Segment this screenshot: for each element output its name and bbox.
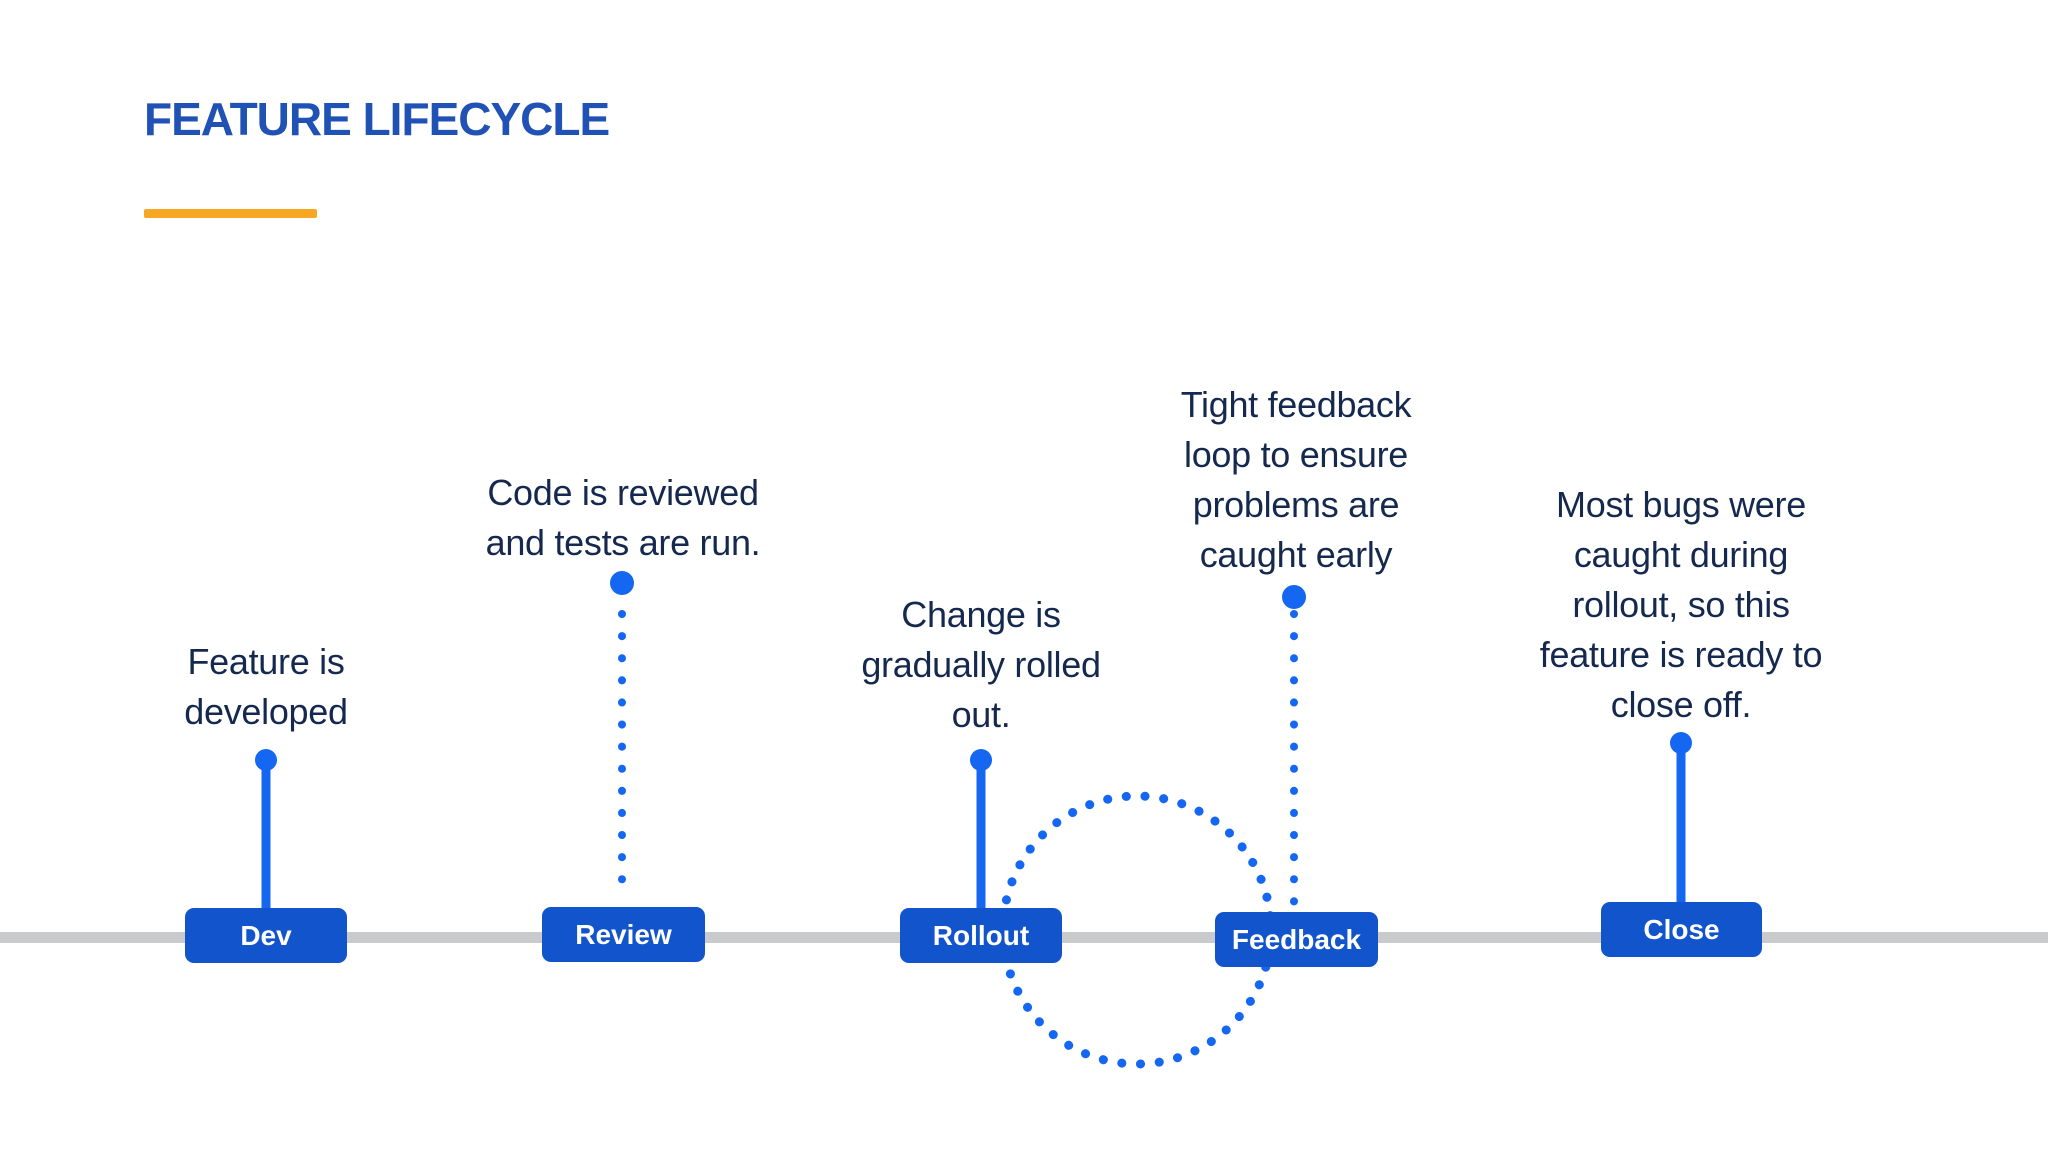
stage-description-dev: Feature is developed	[184, 641, 348, 732]
title-underline-bar	[144, 209, 317, 218]
stage-chip-dev[interactable]: Dev	[185, 908, 347, 963]
stage-description-close: Most bugs were caught during rollout, so…	[1539, 484, 1823, 725]
stage-chip-close[interactable]: Close	[1601, 902, 1762, 957]
feedback-marker-dot	[1282, 585, 1306, 609]
stage-description-feedback: Tight feedback loop to ensure problems a…	[1180, 384, 1412, 575]
dev-marker-dot	[255, 749, 277, 771]
rollout-marker-dot	[970, 749, 992, 771]
stage-chip-feedback[interactable]: Feedback	[1215, 912, 1378, 967]
stage-description-rollout: Change is gradually rolled out.	[861, 594, 1101, 735]
close-marker-dot	[1670, 732, 1692, 754]
stage-chip-review[interactable]: Review	[542, 907, 705, 962]
page-title: FEATURE LIFECYCLE	[144, 93, 610, 145]
stage-description-review: Code is reviewed and tests are run.	[485, 472, 761, 563]
review-marker-dot	[610, 571, 634, 595]
stage-chip-rollout[interactable]: Rollout	[900, 908, 1062, 963]
